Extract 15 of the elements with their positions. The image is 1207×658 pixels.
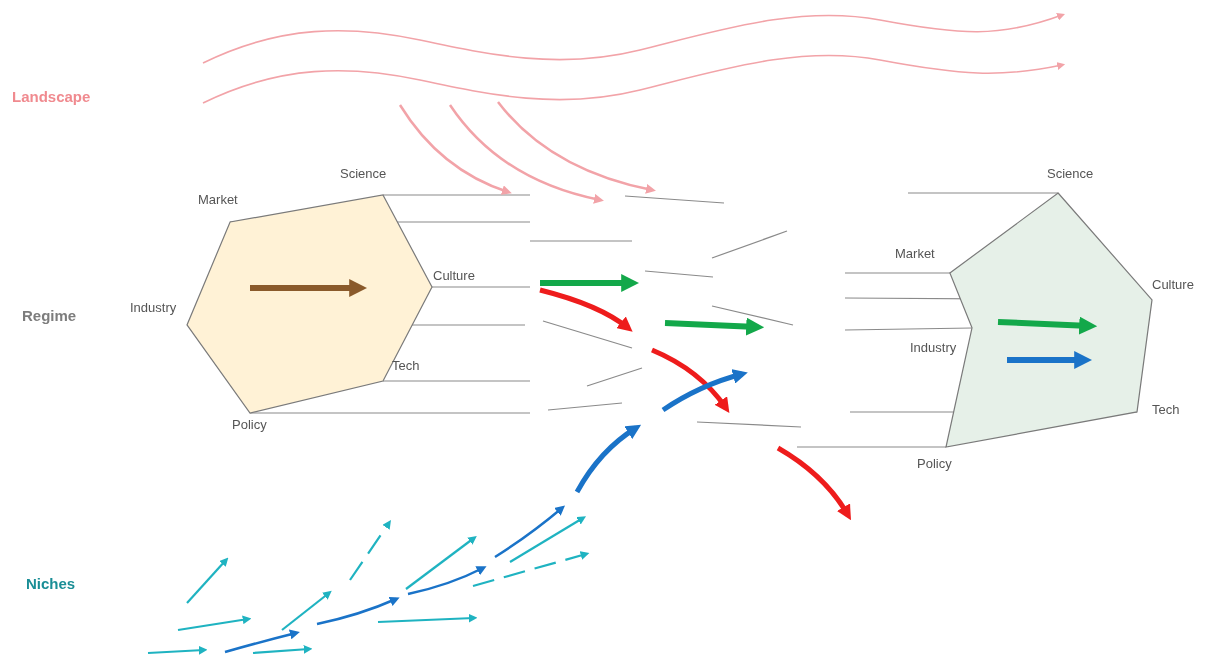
vertex-label: Culture [433,268,475,283]
vertex-label: Policy [232,417,267,432]
vertex-label: Market [895,246,935,261]
level-label: Regime [22,307,77,324]
vertex-label: Science [1047,166,1094,181]
vertex-label: Industry [910,340,957,355]
level-label: Niches [26,575,76,592]
vertex-label: Tech [392,358,420,373]
vertex-label: Policy [917,456,952,471]
level-label: Landscape [12,88,91,105]
vertex-label: Tech [1152,402,1180,417]
vertex-label: Industry [130,300,177,315]
vertex-label: Science [340,166,387,181]
vertex-label: Culture [1152,277,1194,292]
vertex-label: Market [198,192,238,207]
